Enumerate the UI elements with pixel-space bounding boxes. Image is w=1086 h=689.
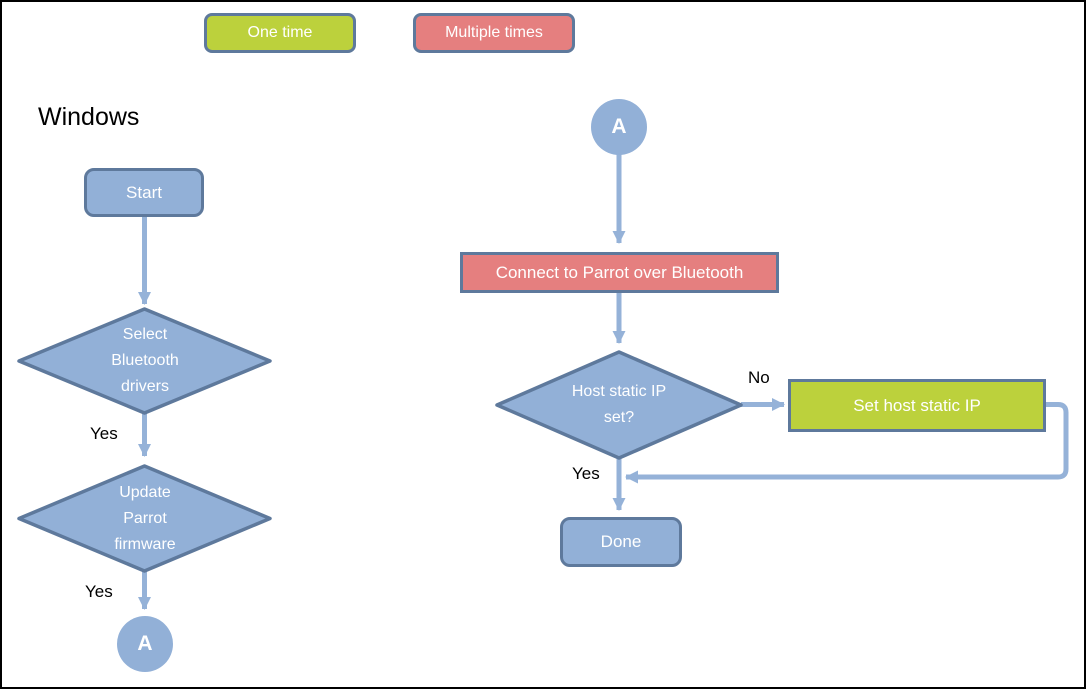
connector-a-left-node: A — [117, 616, 173, 672]
update-firmware-diamond — [17, 464, 272, 573]
host-ip-yes-label: Yes — [572, 464, 600, 483]
edge-set-static-ip-return — [625, 402, 1069, 484]
done-node: Done — [560, 517, 682, 567]
legend-one-time: One time — [204, 13, 356, 53]
select-drivers-diamond — [17, 307, 272, 415]
connector-a-right-node: A — [591, 99, 647, 155]
host-ip-no-label: No — [748, 368, 770, 387]
start-node: Start — [84, 168, 204, 217]
connect-parrot-node: Connect to Parrot over Bluetooth — [460, 252, 779, 293]
section-heading: Windows — [38, 103, 140, 131]
select-drivers-yes-label: Yes — [90, 424, 118, 443]
host-static-ip-diamond — [495, 350, 743, 460]
select-drivers-label: Select Bluetooth drivers — [111, 326, 179, 395]
host-static-ip-label: Host static IP set? — [571, 383, 667, 426]
update-firmware-yes-label: Yes — [85, 582, 113, 601]
update-firmware-label: Update Parrot firmware — [114, 483, 176, 553]
legend-multiple-times: Multiple times — [413, 13, 575, 53]
set-host-static-ip-node: Set host static IP — [788, 379, 1046, 432]
